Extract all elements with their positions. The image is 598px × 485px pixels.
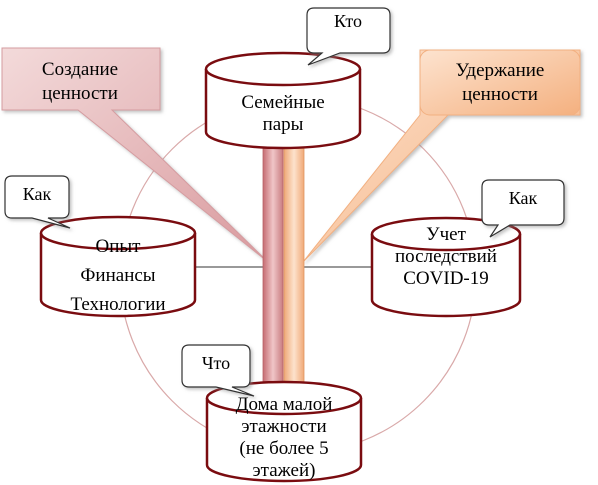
left-pillar	[262, 147, 284, 387]
top-node-line-1: Семейные	[241, 92, 324, 113]
speech-bubble-right	[481, 179, 565, 238]
top-cylinder	[204, 51, 362, 150]
bottom-node-line-1: Дома малой	[236, 394, 333, 415]
left-node-line-3: Технологии	[70, 294, 165, 315]
left-node-line-2: Финансы	[80, 265, 155, 286]
left-callout	[1, 47, 269, 263]
right-callout-line-2: ценности	[462, 84, 538, 105]
bottom-node-line-3: (не более 5	[239, 438, 328, 459]
bubble-bottom-label: Что	[202, 353, 230, 373]
bubble-top-label: Кто	[334, 11, 362, 31]
bottom-node-line-2: этажности	[241, 416, 326, 437]
top-node-line-2: пары	[263, 114, 304, 135]
left-callout-line-2: ценности	[42, 83, 118, 104]
right-cylinder	[370, 216, 522, 318]
bubble-left-label: Как	[23, 184, 52, 204]
right-callout-line-1: Удержание	[456, 60, 545, 81]
speech-bubble-top	[306, 7, 391, 66]
bottom-node-line-4: этажей)	[253, 460, 316, 481]
bubble-right-label: Как	[509, 188, 538, 208]
right-node-line-1: Учет	[426, 224, 466, 245]
left-cylinder	[39, 215, 197, 318]
right-pillar	[283, 147, 305, 387]
right-callout	[302, 49, 581, 263]
right-node-line-2: последствий	[395, 246, 497, 267]
speech-bubble-bottom	[181, 344, 255, 397]
right-node-line-3: COVID-19	[403, 268, 489, 289]
bottom-cylinder	[205, 380, 363, 483]
left-callout-line-1: Создание	[42, 59, 118, 80]
speech-bubble-left	[4, 175, 71, 229]
left-node-line-1: Опыт	[96, 236, 142, 257]
